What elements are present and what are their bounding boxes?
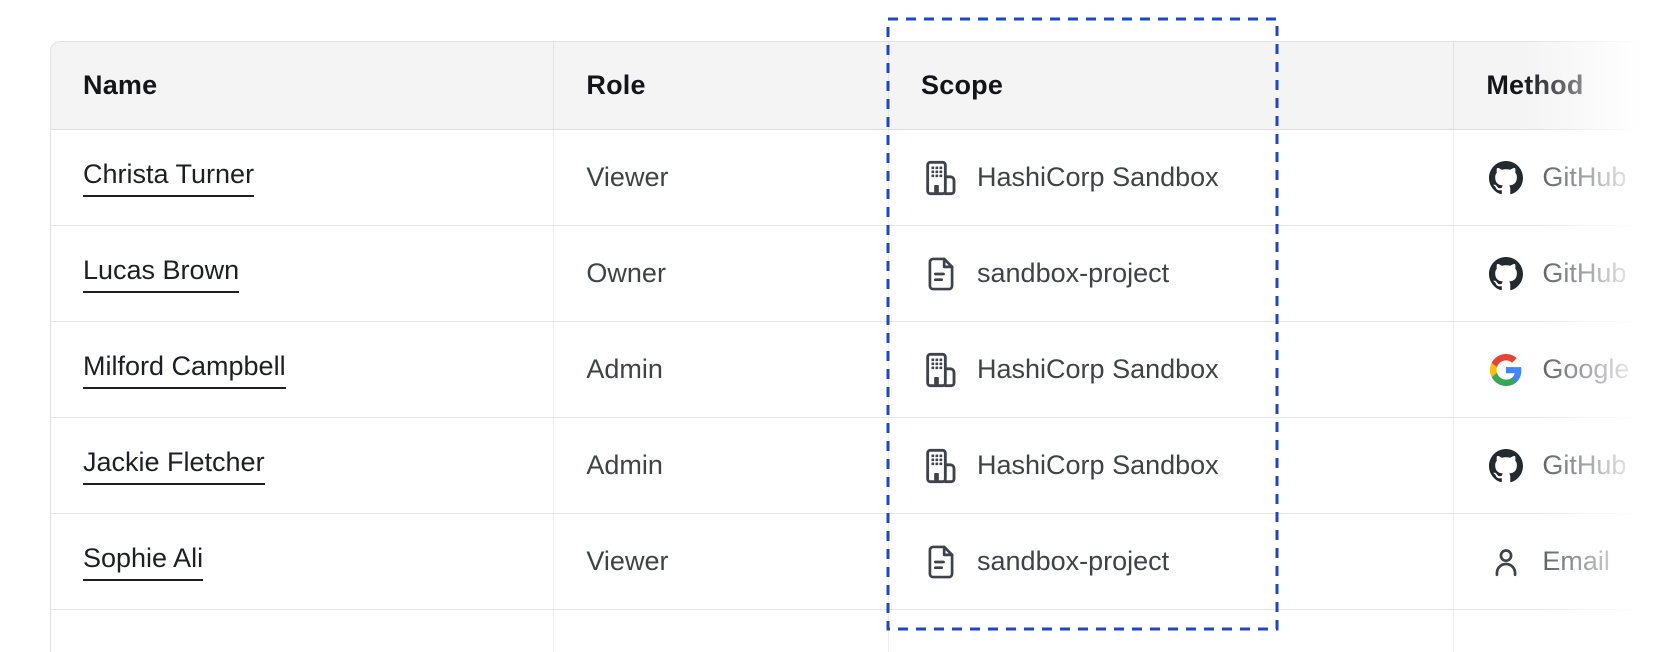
github-icon bbox=[1486, 158, 1526, 198]
organization-icon bbox=[921, 446, 961, 486]
scope-text: HashiCorp Sandbox bbox=[977, 162, 1219, 192]
role-text: Owner bbox=[586, 258, 666, 288]
name-cell bbox=[51, 610, 553, 652]
method-text: Email bbox=[1542, 546, 1610, 576]
scope-cell: HashiCorp Sandbox bbox=[888, 130, 1453, 225]
method-text: GitHub bbox=[1542, 162, 1627, 192]
scope-text: HashiCorp Sandbox bbox=[977, 450, 1219, 480]
column-header-method: Method bbox=[1453, 42, 1672, 129]
column-header-name: Name bbox=[51, 42, 553, 129]
member-name-link[interactable]: Jackie Fletcher bbox=[83, 447, 265, 485]
google-icon bbox=[1486, 350, 1526, 390]
table-body: Christa Turner Viewer bbox=[51, 130, 1672, 610]
github-icon bbox=[1486, 446, 1526, 486]
members-table: Name Role Scope Method Christa Turner Vi… bbox=[50, 41, 1672, 652]
github-icon bbox=[1486, 254, 1526, 294]
scope-cell bbox=[888, 610, 1453, 652]
method-text: GitHub bbox=[1542, 258, 1627, 288]
table-row: Christa Turner Viewer bbox=[51, 130, 1672, 226]
name-cell: Lucas Brown bbox=[51, 226, 553, 321]
email-icon bbox=[1486, 542, 1526, 582]
name-cell: Sophie Ali bbox=[51, 514, 553, 609]
method-cell bbox=[1453, 610, 1672, 652]
role-text: Admin bbox=[586, 354, 663, 384]
table-row: Jackie Fletcher Admin bbox=[51, 418, 1672, 514]
method-cell: GitHub bbox=[1453, 226, 1672, 321]
table-header-row: Name Role Scope Method bbox=[51, 42, 1672, 130]
role-cell: Viewer bbox=[553, 130, 888, 225]
method-text: GitHub bbox=[1542, 450, 1627, 480]
role-cell: Owner bbox=[553, 226, 888, 321]
scope-cell: HashiCorp Sandbox bbox=[888, 418, 1453, 513]
member-name-link[interactable]: Milford Campbell bbox=[83, 351, 286, 389]
role-cell: Admin bbox=[553, 322, 888, 417]
column-header-method-label: Method bbox=[1486, 70, 1584, 100]
member-name-link[interactable]: Christa Turner bbox=[83, 159, 255, 197]
organization-icon bbox=[921, 158, 961, 198]
column-header-role-label: Role bbox=[586, 70, 646, 100]
table-row: Sophie Ali Viewer bbox=[51, 514, 1672, 610]
table-row: Milford Campbell Admin bbox=[51, 322, 1672, 418]
scope-cell: sandbox-project bbox=[888, 514, 1453, 609]
scope-text: sandbox-project bbox=[977, 546, 1170, 576]
role-text: Viewer bbox=[586, 546, 669, 576]
column-header-name-label: Name bbox=[83, 70, 158, 100]
scope-cell: sandbox-project bbox=[888, 226, 1453, 321]
name-cell: Milford Campbell bbox=[51, 322, 553, 417]
method-text: Google bbox=[1542, 354, 1630, 384]
method-cell: GitHub bbox=[1453, 130, 1672, 225]
role-cell: Viewer bbox=[553, 514, 888, 609]
column-header-role: Role bbox=[553, 42, 888, 129]
member-name-link[interactable]: Sophie Ali bbox=[83, 543, 204, 581]
role-text: Viewer bbox=[586, 162, 669, 192]
method-cell: Google bbox=[1453, 322, 1672, 417]
method-cell: Email bbox=[1453, 514, 1672, 609]
name-cell: Christa Turner bbox=[51, 130, 553, 225]
method-cell: GitHub bbox=[1453, 418, 1672, 513]
scope-cell: HashiCorp Sandbox bbox=[888, 322, 1453, 417]
column-header-scope: Scope bbox=[888, 42, 1453, 129]
project-icon bbox=[921, 254, 961, 294]
member-name-link[interactable]: Lucas Brown bbox=[83, 255, 240, 293]
table-row-partial bbox=[51, 610, 1672, 652]
project-icon bbox=[921, 542, 961, 582]
scope-text: sandbox-project bbox=[977, 258, 1170, 288]
table-row: Lucas Brown Owner bbox=[51, 226, 1672, 322]
role-cell: Admin bbox=[553, 418, 888, 513]
role-text: Admin bbox=[586, 450, 663, 480]
role-cell bbox=[553, 610, 888, 652]
organization-icon bbox=[921, 350, 961, 390]
column-header-scope-label: Scope bbox=[921, 70, 1004, 100]
name-cell: Jackie Fletcher bbox=[51, 418, 553, 513]
scope-text: HashiCorp Sandbox bbox=[977, 354, 1219, 384]
